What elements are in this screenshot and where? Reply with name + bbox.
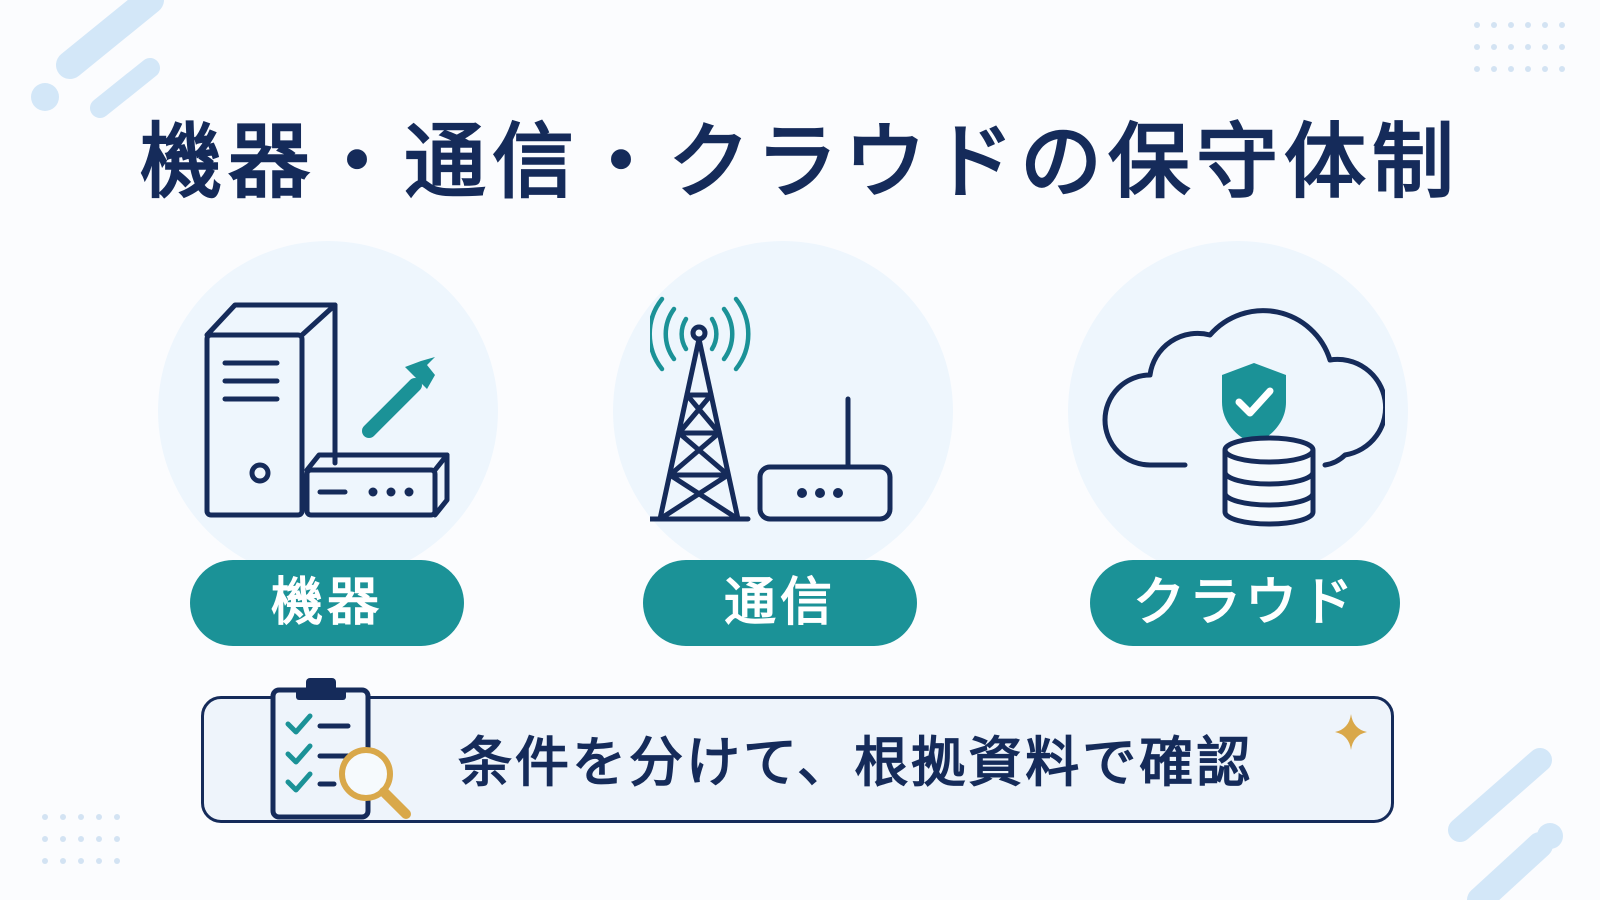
antenna-router-icon (650, 296, 893, 522)
checklist-magnifier-icon (270, 678, 411, 820)
note-text: 条件を分けて、根拠資料で確認 (458, 731, 1254, 794)
page-title: 機器・通信・クラウドの保守体制 (139, 115, 1460, 210)
category-pill-equipment: 機器 (190, 560, 464, 646)
sparkle-icon (1335, 714, 1367, 750)
category-pill-cloud: クラウド (1090, 560, 1400, 646)
communication-icon-background (613, 241, 953, 581)
bottom-right-decoration (1448, 748, 1563, 900)
top-left-decoration (31, 0, 164, 118)
bottom-left-dots-decoration (42, 814, 120, 864)
equipment-icon-background (158, 241, 498, 581)
server-tools-icon (204, 302, 450, 518)
category-pill-communication: 通信 (643, 560, 917, 646)
top-right-dots-decoration (1474, 22, 1565, 72)
cloud-database-icon (1102, 308, 1385, 527)
